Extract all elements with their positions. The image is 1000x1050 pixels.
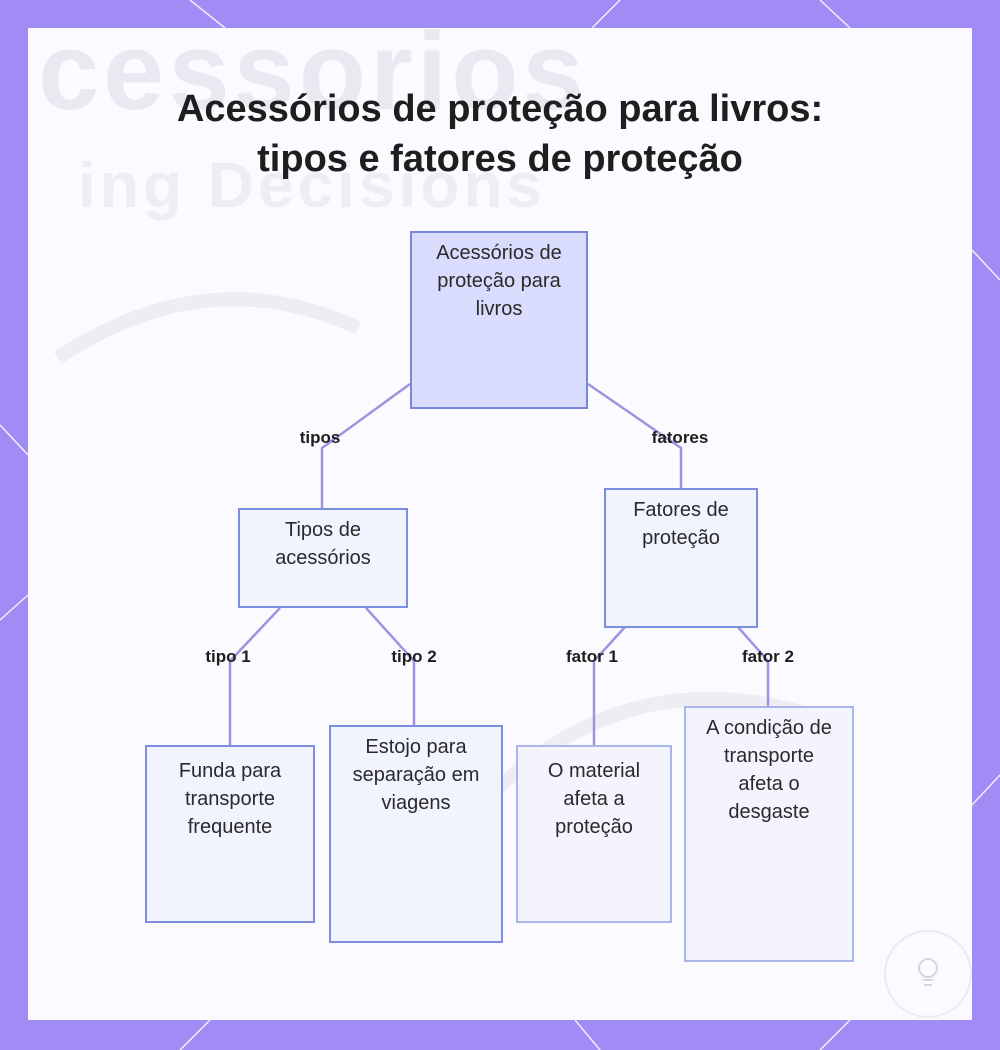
- connector-fatores-2: [737, 626, 770, 706]
- node-fatores: Fatores de proteção: [604, 488, 758, 628]
- node-root: Acessórios de proteção para livros: [410, 231, 588, 409]
- edge-label-tipo-1: tipo 1: [205, 647, 251, 666]
- node-funda: Funda para transporte frequente: [145, 745, 315, 923]
- edge-label-tipo-2: tipo 2: [391, 647, 437, 666]
- lightbulb-icon: [884, 930, 972, 1018]
- connector-fatores-1: [592, 626, 626, 746]
- diagram-connectors: [228, 382, 770, 746]
- node-estojo: Estojo para separação em viagens: [329, 725, 503, 943]
- page-title: Acessórios de proteção para livros: tipo…: [28, 84, 972, 184]
- node-tipos: Tipos de acessórios: [238, 508, 408, 608]
- edge-label-fator-1: fator 1: [566, 647, 618, 666]
- page-title-line-2: tipos e fatores de proteção: [257, 138, 743, 180]
- edge-label-tipos: tipos: [299, 428, 341, 447]
- connector-root-fatores: [587, 382, 683, 489]
- edge-label-fator-2: fator 2: [742, 647, 794, 666]
- edge-label-fatores: fatores: [651, 428, 709, 447]
- node-material: O material afeta a proteção: [516, 745, 672, 923]
- diagram-card: cessorios ing Decisions Acessórios de pr…: [28, 28, 972, 1020]
- connector-root-tipos: [320, 382, 411, 508]
- background-text-secondary: ing Decisions: [78, 149, 547, 221]
- connector-tipos-1: [228, 607, 281, 746]
- connector-tipos-2: [365, 607, 416, 725]
- node-transporte: A condição de transporte afeta o desgast…: [684, 706, 854, 962]
- page-title-line-1: Acessórios de proteção para livros:: [176, 88, 824, 130]
- background-text: cessorios: [38, 28, 588, 133]
